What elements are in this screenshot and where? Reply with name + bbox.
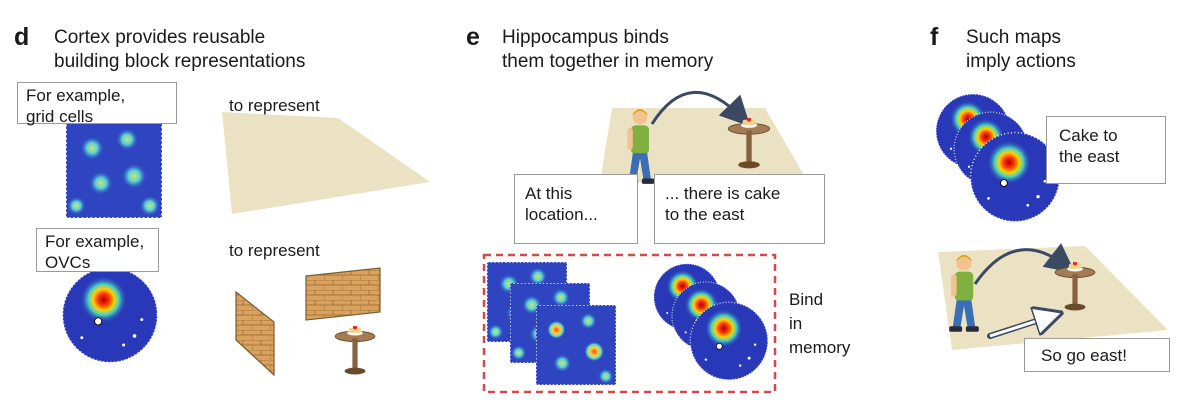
cake-to-east-box: Cake to the east (1046, 116, 1166, 184)
cake-east-box-line1: ... there is cake (665, 184, 781, 203)
bind-label-line1: Bind (789, 290, 824, 309)
cake-table-icon (334, 326, 376, 376)
location-box: At this location... (514, 174, 638, 244)
panel-f-title-line1: Such maps (966, 27, 1062, 48)
cake-east-box-line2: to the east (665, 205, 745, 224)
brick-wall-right (305, 267, 381, 321)
bind-label-line3: memory (789, 338, 851, 357)
panel-f-graphics (935, 93, 1168, 350)
panel-e-title-line2: them together in memory (502, 51, 714, 72)
bind-label-line2: in (789, 314, 803, 333)
ovc-map-stack-3 (689, 301, 769, 381)
floor-plane (938, 246, 1168, 350)
east-arrow-icon (989, 316, 1052, 338)
floor-plane (222, 112, 430, 214)
panel-d-graphics (61, 112, 430, 377)
cake-east-box: ... there is cake to the east (654, 174, 825, 244)
to-represent-label-2: to represent (229, 241, 320, 260)
brick-wall-left (235, 290, 275, 377)
location-box-line2: location... (525, 205, 598, 224)
ovc-example-box: For example, OVCs (36, 228, 159, 272)
arrow-icon (973, 243, 1076, 285)
arrow-icon (650, 91, 751, 127)
go-east-text: So go east! (1041, 346, 1128, 365)
panel-d-title-line2: building block representations (54, 51, 306, 72)
panel-e-title-line1: Hippocampus binds (502, 27, 669, 48)
to-represent-label-1: to represent (229, 96, 320, 115)
grid-map-stack-3 (536, 305, 616, 385)
grid-box-line1: For example, (26, 86, 126, 105)
grid-cells-example-box: For example, grid cells (17, 82, 177, 126)
ovc-box-line1: For example, (45, 232, 145, 251)
location-box-line1: At this (525, 184, 573, 203)
panel-f-title-line2: imply actions (966, 51, 1076, 72)
ovc-box-line2: OVCs (45, 253, 91, 272)
panel-d-title-line1: Cortex provides reusable (54, 27, 266, 48)
panel-e-graphics (482, 91, 808, 394)
grid-cell-map (64, 122, 164, 218)
panel-letter-f: f (930, 23, 939, 51)
grid-box-line2: grid cells (26, 107, 94, 126)
bind-dashed-frame (482, 253, 777, 394)
panel-letter-e: e (466, 23, 480, 51)
panel-letter-d: d (14, 23, 30, 51)
cake-to-east-line1: Cake to (1059, 126, 1118, 145)
cake-to-east-line2: the east (1059, 147, 1120, 166)
go-east-box: So go east! (1024, 338, 1170, 372)
ovc-map (61, 266, 159, 364)
